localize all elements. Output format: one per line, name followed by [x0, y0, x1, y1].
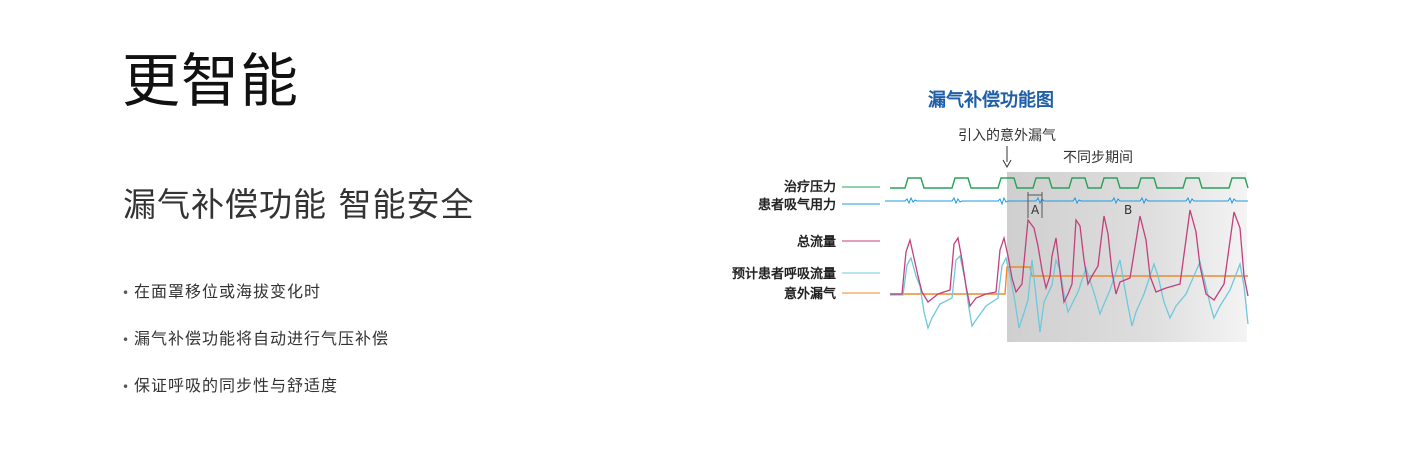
feature-item: •漏气补偿功能将自动进行气压补偿 [122, 329, 389, 376]
label-unexpected-leak: 意外漏气 [784, 286, 836, 302]
feature-text: 漏气补偿功能将自动进行气压补偿 [134, 329, 390, 348]
diagram-svg: 漏气补偿功能图 引入的意外漏气 不同步期间 治疗压力 患者吸气用力 总流量 预计… [732, 89, 1249, 342]
feature-list: •在面罩移位或海拔变化时 •漏气补偿功能将自动进行气压补偿 •保证呼吸的同步性与… [122, 282, 389, 423]
estimated-flow-trace [890, 254, 1249, 333]
diagram-title: 漏气补偿功能图 [928, 89, 1054, 111]
async-region-shade [1007, 172, 1247, 342]
feature-item: •保证呼吸的同步性与舒适度 [122, 376, 389, 423]
label-estimated-flow: 预计患者呼吸流量 [732, 266, 836, 282]
label-patient-effort: 患者吸气用力 [758, 197, 836, 213]
bullet-marker: • [122, 333, 131, 347]
page-subtitle: 漏气补偿功能 智能安全 [123, 185, 475, 224]
bullet-marker: • [122, 380, 131, 394]
bullet-marker: • [122, 286, 131, 300]
therapy-pressure-trace [890, 177, 1249, 189]
leak-arrow-head [1002, 159, 1012, 169]
unexpected-leak-annotation: 引入的意外漏气 [958, 127, 1056, 144]
async-period-annotation: 不同步期间 [1063, 150, 1133, 166]
feature-text: 保证呼吸的同步性与舒适度 [134, 376, 339, 395]
label-total-flow: 总流量 [797, 234, 836, 250]
leak-compensation-diagram: 漏气补偿功能图 引入的意外漏气 不同步期间 治疗压力 患者吸气用力 总流量 预计… [700, 80, 1260, 350]
page-title: 更智能 [122, 47, 300, 115]
feature-item: •在面罩移位或海拔变化时 [122, 282, 389, 329]
marker-a-label: A [1031, 203, 1040, 217]
label-therapy-pressure: 治疗压力 [784, 179, 836, 195]
total-flow-trace [890, 209, 1249, 308]
marker-b-label: B [1124, 203, 1132, 217]
patient-effort-trace [885, 196, 1248, 206]
feature-text: 在面罩移位或海拔变化时 [134, 282, 322, 301]
